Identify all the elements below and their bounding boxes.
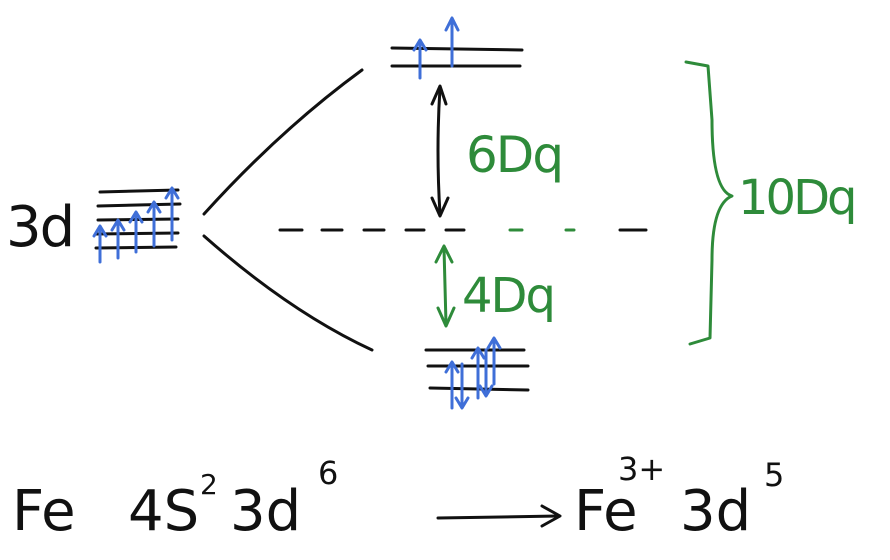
- label-6dq: 6Dq: [466, 126, 562, 184]
- lhs-4s-superscript: 2: [200, 468, 218, 501]
- label-10dq: 10Dq: [738, 170, 855, 226]
- eg-levels: [390, 46, 524, 68]
- lhs-element: Fe: [12, 479, 76, 544]
- eg-electron-arrows: [412, 16, 460, 80]
- rhs-charge-superscript: 3+: [618, 450, 665, 488]
- lhs-4s-term: 4S: [128, 479, 199, 544]
- reaction-arrow: [436, 504, 562, 528]
- 3d-electron-arrows: [92, 186, 180, 264]
- rhs-3d-superscript: 5: [764, 456, 784, 494]
- splitting-lines: [202, 68, 374, 352]
- t2g-electron-arrows: [444, 336, 502, 410]
- rhs-element: Fe: [574, 479, 638, 544]
- degenerate-3d-levels: [94, 188, 182, 250]
- label-3d: 3d: [6, 195, 73, 260]
- 10dq-brace: [684, 60, 734, 346]
- rhs-3d-term: 3d: [680, 479, 751, 544]
- label-4dq: 4Dq: [462, 268, 554, 324]
- lhs-3d-term: 3d: [230, 479, 301, 544]
- lhs-3d-superscript: 6: [318, 454, 338, 492]
- upper-gap-double-arrow: [430, 84, 450, 218]
- lower-gap-double-arrow: [434, 244, 456, 328]
- electron-configuration-equation: Fe 4S 2 3d 6 Fe 3+ 3d 5: [12, 450, 784, 544]
